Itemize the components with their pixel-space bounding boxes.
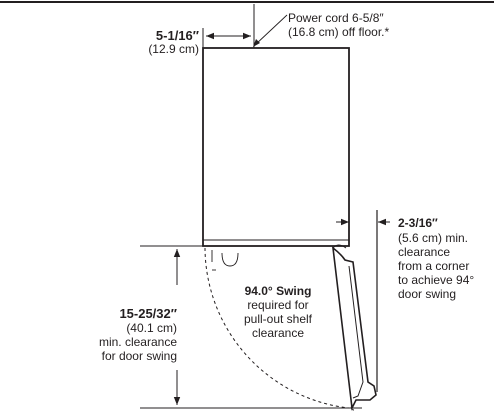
corner-clearance-line1: (5.6 cm) min.: [398, 231, 468, 245]
door-clearance-metric: (40.1 cm): [126, 321, 177, 335]
corner-clearance-line3: from a corner: [398, 259, 469, 273]
swing-note-line1: required for: [247, 298, 308, 312]
door-clearance-value: 15-25/32″: [119, 306, 177, 321]
door-bottom-hinge: [350, 403, 355, 411]
top-left-dimension-value: 5-1/16″: [156, 28, 199, 43]
door-hinge: [332, 244, 347, 249]
power-cord-note-line1: Power cord 6-5/8″: [288, 11, 384, 25]
corner-clearance-line5: door swing: [398, 287, 456, 301]
swing-note-line3: clearance: [252, 326, 304, 340]
refrigerator-body: [202, 47, 350, 247]
power-cord-leader: [254, 14, 288, 46]
top-left-dimension-metric: (12.9 cm): [148, 42, 199, 56]
open-door-outline: [331, 246, 377, 411]
corner-clearance-line4: to achieve 94°: [398, 273, 474, 287]
corner-clearance-value: 2-3/16″: [398, 216, 438, 230]
door-clearance-line2: for door swing: [102, 349, 177, 363]
swing-note-title: 94.0° Swing: [245, 284, 312, 298]
door-inner-panel: [348, 265, 364, 399]
swing-note-line2: pull-out shelf: [244, 312, 313, 326]
door-swing-arc: [204, 247, 350, 409]
corner-clearance-line2: clearance: [398, 245, 450, 259]
door-clearance-line1: min. clearance: [99, 335, 177, 349]
power-cord-note-line2: (16.8 cm) off floor.*: [288, 25, 389, 39]
handle-recess-hook: [221, 252, 239, 267]
power-cord-leader-arrow: [253, 39, 260, 47]
